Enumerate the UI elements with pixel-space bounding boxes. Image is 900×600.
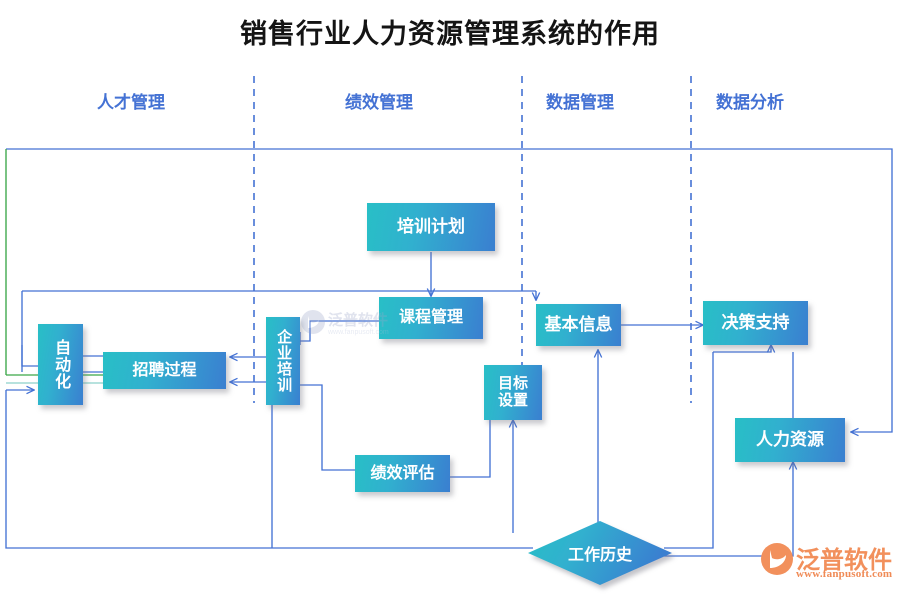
connector-perfeval-to-goal: [450, 418, 491, 478]
brand-logo-icon: [761, 543, 793, 575]
connector-outer-frame: [6, 148, 893, 432]
column-header-data-analysis: 数据分析: [716, 93, 784, 112]
page-title: 销售行业人力资源管理系统的作用: [240, 19, 660, 49]
node-performance-evaluation-label: 绩效评估: [370, 464, 435, 482]
node-basic-information-label: 基本信息: [544, 314, 613, 334]
node-recruitment-label: 招聘过程: [132, 361, 197, 379]
column-header-performance-management: 绩效管理: [345, 93, 413, 112]
connector-workhistory-hr: [664, 462, 793, 557]
node-enterprise-training[interactable]: 企业培训: [266, 317, 300, 405]
column-header-talent-management: 人才管理: [97, 93, 165, 112]
node-performance-evaluation[interactable]: 绩效评估: [355, 455, 450, 492]
node-training-plan[interactable]: 培训计划: [367, 203, 495, 251]
node-decision-support-label: 决策支持: [721, 312, 790, 332]
node-automation-label: 自动化: [52, 339, 70, 390]
node-work-history-shape: [528, 521, 672, 585]
node-human-resources[interactable]: 人力资源: [735, 418, 845, 462]
node-recruitment[interactable]: 招聘过程: [103, 352, 226, 389]
node-decision-support[interactable]: 决策支持: [703, 301, 808, 345]
node-automation[interactable]: 自动化: [38, 324, 83, 405]
node-course-management[interactable]: 课程管理: [379, 297, 483, 339]
node-goal-setting[interactable]: 目标设置: [484, 365, 542, 420]
node-goal-setting-label: 目标设置: [498, 376, 529, 409]
node-human-resources-label: 人力资源: [756, 429, 824, 449]
connector-decision-up: [713, 345, 771, 352]
node-training-plan-label: 培训计划: [397, 216, 465, 236]
node-enterprise-training-label: 企业培训: [275, 329, 292, 393]
connector-enterprise-to-perfeval: [300, 384, 355, 471]
column-header-data-management: 数据管理: [546, 93, 614, 112]
connector-left-bottom-rail: [5, 390, 275, 549]
node-course-management-label: 课程管理: [398, 309, 463, 327]
node-basic-information[interactable]: 基本信息: [536, 304, 621, 346]
brand-logo: 泛普软件 www.fanpusoft.com: [760, 540, 895, 588]
brand-logo-url: www.fanpusoft.com: [796, 568, 893, 580]
brand-logo-text: 泛普软件: [796, 548, 892, 574]
connector-workhistory-decision-rail: [664, 352, 714, 549]
